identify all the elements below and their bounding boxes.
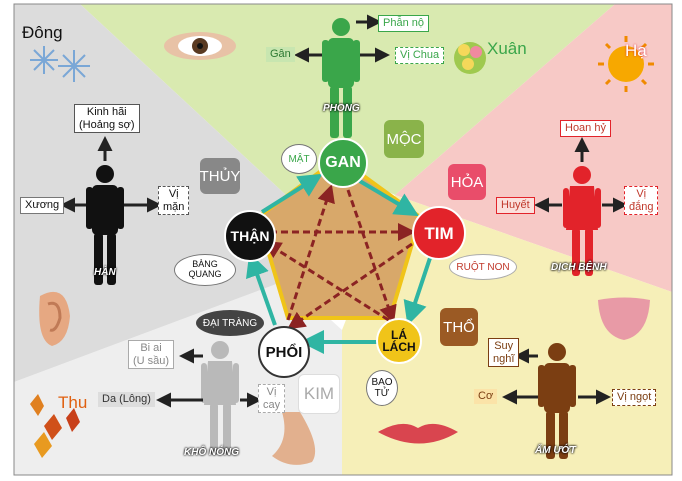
sun-icon [598,36,654,92]
water-figure [86,165,124,285]
season-winter: Đông [22,23,63,42]
season-summer: Hạ [625,41,647,60]
flower-icon [454,42,486,74]
earth-taste: Vị ngọt [612,389,657,406]
earth-tissue: Cơ [474,389,498,404]
nose-icon [272,412,316,465]
metal-emotion-line-1: Bi ai [140,342,162,354]
water-tissue: Xương [20,197,65,214]
organ-liver: GAN [318,138,368,188]
metal-taste: Vị cay [258,384,286,414]
water-emotion: Kinh hãi (Hoảng sợ) [74,104,140,134]
earth-emotion-line-2: nghĩ [493,352,515,365]
partner-bladder: BÀNG QUANG [174,254,236,286]
wood-tissue: Gân [266,47,295,62]
fire-taste-line-1: Vị [636,188,647,200]
metal-tissue: Da (Lông) [98,392,155,407]
season-autumn: Thu [58,393,88,412]
fire-emotion: Hoan hỷ [560,120,611,137]
climate-dry: KHÔ NÓNG [184,447,239,458]
generating-cycle-arrows [246,173,434,354]
winter-sector [14,4,287,382]
partner-stomach: BAO TỬ [366,370,398,406]
controlling-cycle-arrows [262,184,416,330]
organ-kidney: THẬN [224,210,276,262]
water-emotion-line-2: (Hoảng sợ) [79,118,135,131]
element-metal: KIM [298,374,340,414]
organ-heart: TIM [412,206,466,260]
climate-epidemic: DỊCH BỆNH [551,262,607,273]
climate-wind: PHONG [323,103,360,114]
organ-spleen: LÁ LÁCH [376,318,422,364]
water-taste-line-2: mặn [163,200,185,213]
tongue-icon [598,297,650,340]
summer-sector [395,4,672,292]
element-water: THỦY [200,158,240,194]
partner-large-intestine: ĐẠI TRÀNG [196,310,264,336]
fire-taste-line-2: đắng [629,200,654,213]
wood-taste: Vị Chua [395,47,445,64]
element-wood: MỘC [384,120,424,158]
water-taste-line-1: Vị [168,188,179,200]
metal-taste-line-2: cay [263,398,281,411]
eye-icon [164,32,236,60]
water-emotion-line-1: Kinh hãi [86,106,127,118]
earth-emotion: Suy nghĩ [488,338,520,368]
wood-figure [322,18,360,138]
season-spring: Xuân [487,39,527,58]
earth-emotion-line-1: Suy [494,340,514,352]
snowflake-icon [30,46,90,82]
water-taste: Vị mặn [158,186,190,216]
metal-figure [201,341,239,455]
metal-emotion: Bi ai (U sầu) [128,340,175,370]
autumn-leaves-icon [30,394,80,458]
organ-lung: PHỔI [258,326,310,378]
partner-small-intestine: RUỘT NON [449,254,517,280]
element-earth: THỔ [440,308,478,346]
element-fire: HỎA [448,164,486,200]
ear-icon [39,291,70,346]
lips-icon [378,423,458,444]
metal-taste-line-1: Vị [266,386,277,398]
climate-damp: ẨM ƯỚT [535,445,576,456]
fire-tissue: Huyết [496,197,535,214]
earth-figure [538,343,576,459]
partner-gallbladder: MẬT [281,144,317,174]
climate-cold: HÀN [94,267,116,278]
connector-arrows [60,14,628,408]
metal-emotion-line-2: (U sầu) [133,354,170,367]
wood-emotion: Phẫn nộ [378,15,429,32]
fire-taste: Vị đắng [624,186,659,216]
fire-figure [563,166,601,276]
